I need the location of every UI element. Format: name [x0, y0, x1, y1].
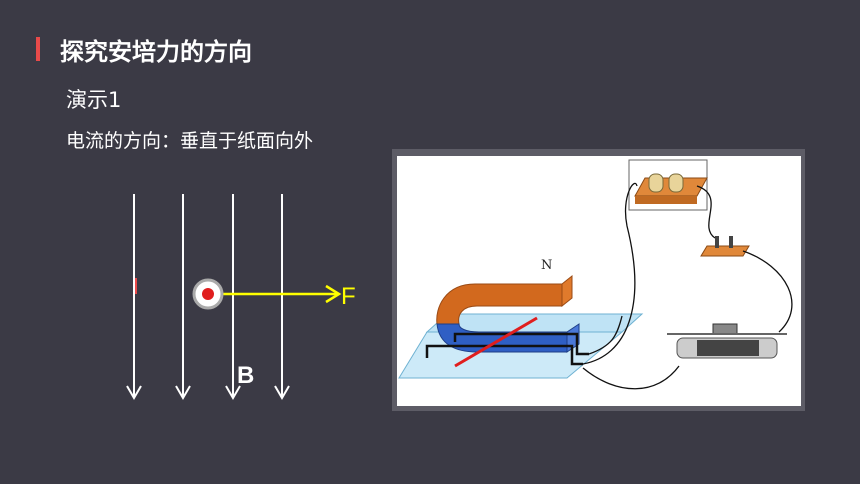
switch-box	[700, 245, 750, 257]
apparatus-illustration: N	[398, 159, 793, 390]
field-label: B	[237, 362, 254, 389]
conductor-rod	[454, 316, 538, 368]
magnet-pole-label: N	[541, 258, 552, 273]
title-accent-bar	[36, 37, 40, 61]
field-arrowheads	[126, 385, 290, 400]
current-dot	[202, 288, 214, 300]
field-force-diagram: F B	[126, 194, 356, 400]
current-direction-text: 电流的方向：垂直于纸面向外	[66, 130, 314, 152]
apparatus-photo: N	[397, 156, 801, 406]
force-label: F	[341, 283, 356, 310]
force-arrowhead	[325, 284, 342, 304]
slide-title: 探究安培力的方向	[60, 38, 252, 66]
field-lines	[133, 194, 283, 398]
demo-label: 演示1	[66, 88, 122, 112]
rheostat	[667, 323, 787, 359]
